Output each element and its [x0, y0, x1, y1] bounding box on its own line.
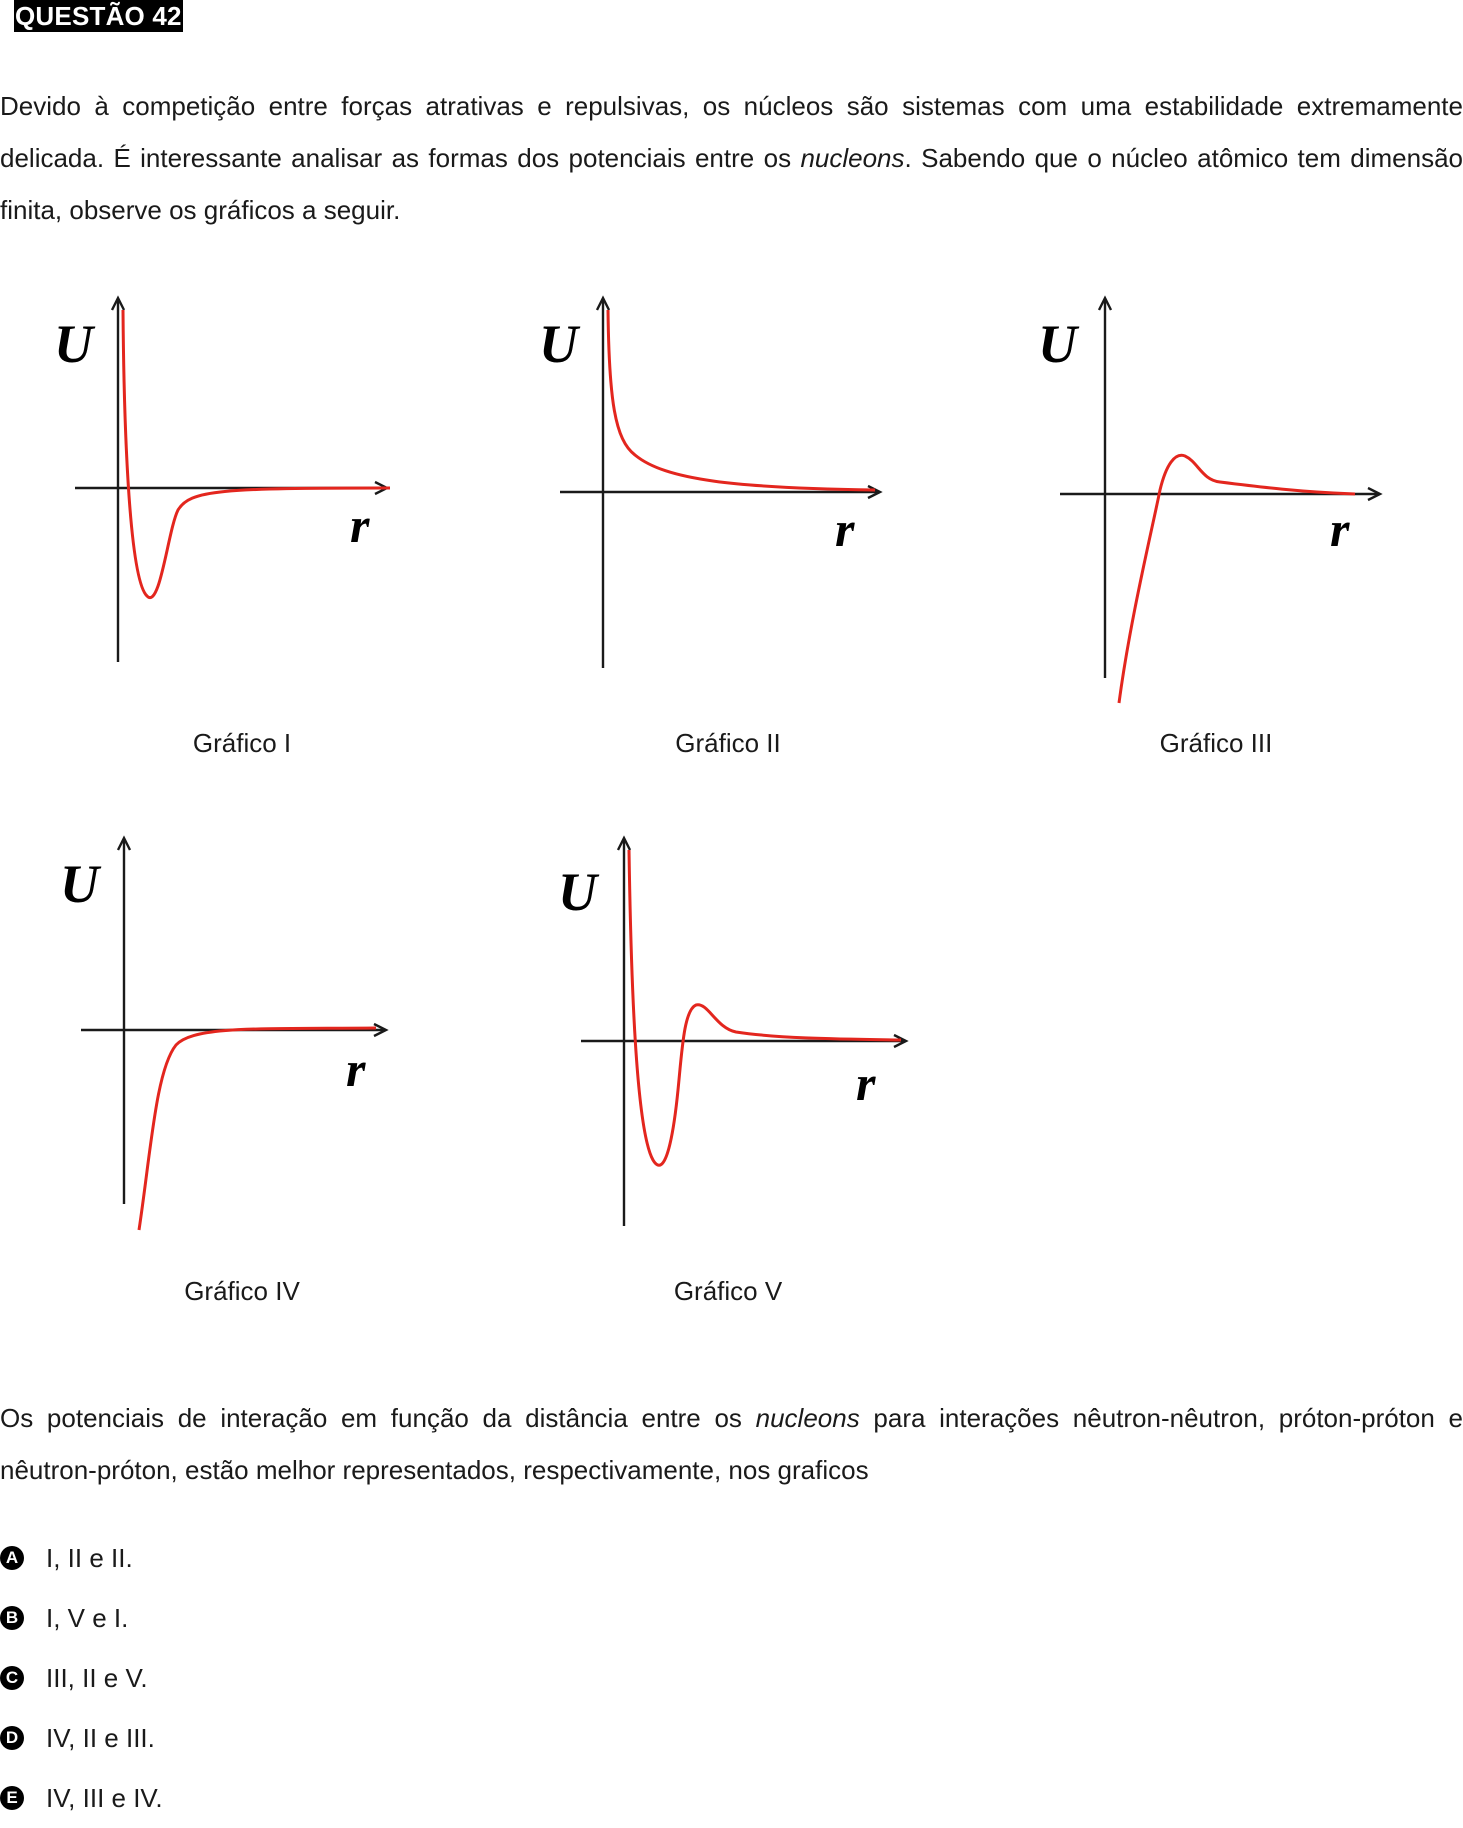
graph-2-plot: U r: [539, 295, 883, 668]
graph-1-curve: [121, 309, 391, 600]
option-a[interactable]: A I, II e II.: [0, 1528, 163, 1588]
prompt-text-2: para interações nêutron-nêutron, próton-…: [0, 1403, 1463, 1485]
graph-3-x-label: r: [1330, 501, 1350, 557]
graph-2: U r: [535, 290, 895, 670]
graph-5-x-label: r: [856, 1055, 876, 1111]
option-e-letter: E: [0, 1786, 24, 1810]
option-b[interactable]: B I, V e I.: [0, 1588, 163, 1648]
option-d[interactable]: D IV, II e III.: [0, 1708, 163, 1768]
option-a-text: I, II e II.: [46, 1542, 133, 1573]
caption-1: Gráfico I: [192, 728, 292, 758]
graph-2-x-label: r: [835, 501, 855, 557]
option-e-text: IV, III e IV.: [46, 1782, 163, 1813]
prompt-italic: nucleons: [755, 1403, 860, 1433]
graph-4-curve: [137, 1026, 377, 1231]
graph-2-curve: [606, 309, 876, 492]
option-c-text: III, II e V.: [46, 1662, 148, 1693]
option-d-letter: D: [0, 1726, 24, 1750]
caption-2: Gráfico II: [675, 728, 781, 758]
prompt-text-1: Os potenciais de interação em função da …: [0, 1403, 756, 1433]
graph-1-y-label: U: [54, 314, 96, 374]
intro-italic: nucleons: [800, 143, 905, 173]
question-label: QUESTÃO 42: [14, 0, 183, 32]
graph-3-y-label: U: [1038, 314, 1080, 374]
answer-options: A I, II e II. B I, V e I. C III, II e V.…: [0, 1528, 163, 1828]
graph-5-plot: U r: [558, 835, 909, 1226]
graph-4-x-label: r: [346, 1041, 366, 1097]
graph-3-curve: [1117, 453, 1356, 704]
graph-5-curve: [627, 849, 902, 1167]
intro-paragraph: Devido à competição entre forças atrativ…: [0, 80, 1463, 236]
option-b-text: I, V e I.: [46, 1602, 129, 1633]
option-d-text: IV, II e III.: [46, 1722, 155, 1753]
option-a-letter: A: [0, 1546, 24, 1570]
intro-text-1: Devido à competição entre forças atrativ…: [0, 91, 1463, 173]
graph-4-plot: U r: [60, 835, 389, 1231]
graph-5: U r: [556, 830, 916, 1250]
caption-5: Gráfico V: [673, 1276, 783, 1306]
graph-4-y-label: U: [60, 854, 102, 914]
intro-text-2: . Sabendo que o núcleo atômico tem dimen…: [0, 143, 1463, 225]
option-e[interactable]: E IV, III e IV.: [0, 1768, 163, 1828]
option-c-letter: C: [0, 1666, 24, 1690]
option-b-letter: B: [0, 1606, 24, 1630]
graph-2-y-label: U: [539, 314, 581, 374]
caption-3: Gráfico III: [1159, 728, 1273, 758]
graph-1-plot: U r: [54, 295, 391, 662]
graph-3-plot: U r: [1038, 295, 1383, 704]
graph-4: U r: [56, 830, 416, 1250]
caption-4: Gráfico IV: [184, 1276, 300, 1306]
graph-1-x-label: r: [350, 497, 370, 553]
graph-1: U r: [50, 290, 410, 670]
graph-3: U r: [1030, 290, 1390, 710]
graph-5-y-label: U: [558, 862, 600, 922]
option-c[interactable]: C III, II e V.: [0, 1648, 163, 1708]
prompt-paragraph: Os potenciais de interação em função da …: [0, 1392, 1463, 1496]
